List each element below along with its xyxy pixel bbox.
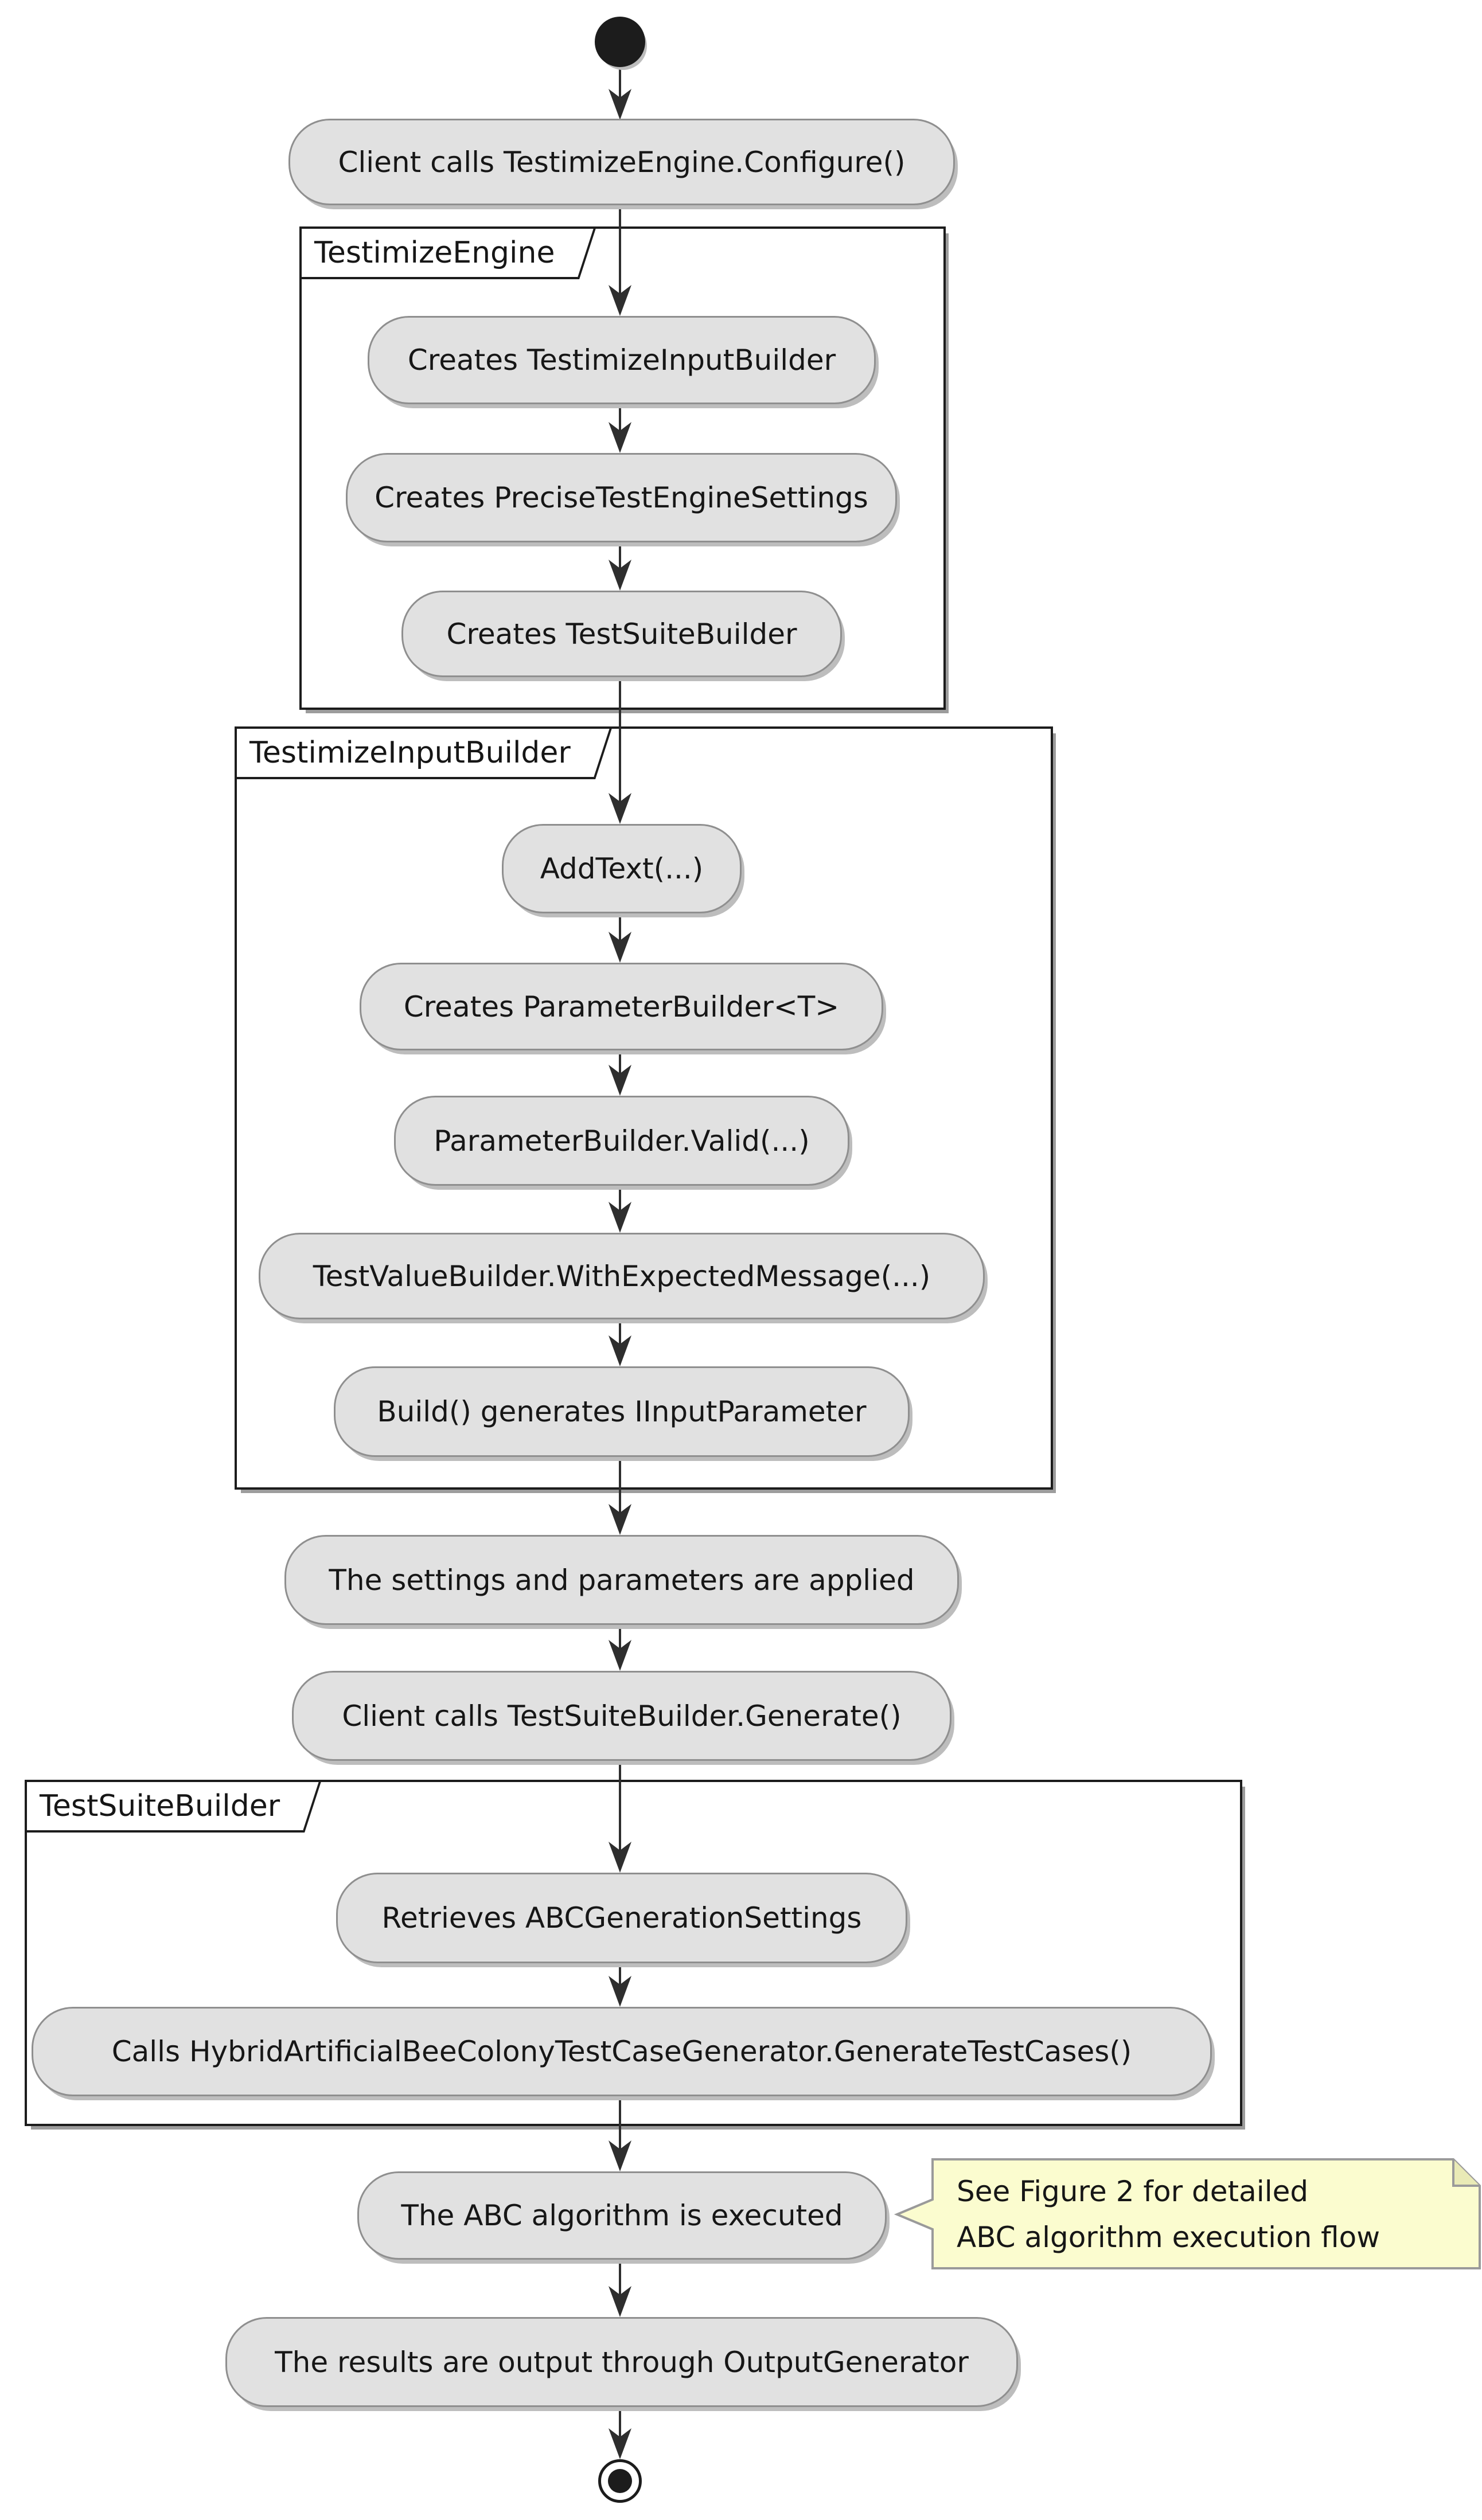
end-node bbox=[598, 2459, 642, 2503]
activity-settings-parameters-applied: The settings and parameters are applied bbox=[284, 1535, 959, 1625]
note-line-2: ABC algorithm execution flow bbox=[957, 2221, 1380, 2254]
flow-arrow bbox=[607, 401, 633, 453]
flow-arrow bbox=[607, 202, 633, 316]
partition-testimize-engine-tab: TestimizeEngine bbox=[299, 226, 578, 279]
flow-arrow bbox=[607, 67, 633, 120]
activity-creates-test-suite-builder: Creates TestSuiteBuilder bbox=[401, 591, 842, 677]
flow-arrow bbox=[607, 2093, 633, 2171]
flow-arrow bbox=[607, 1454, 633, 1535]
partition-test-suite-builder: TestSuiteBuilder bbox=[25, 1780, 1242, 2126]
flow-arrow bbox=[607, 1622, 633, 1671]
partition-test-suite-builder-tab: TestSuiteBuilder bbox=[25, 1780, 303, 1833]
flow-arrow bbox=[607, 674, 633, 824]
start-node bbox=[595, 17, 645, 67]
activity-retrieves-abc-generation-settings: Retrieves ABCGenerationSettings bbox=[336, 1873, 907, 1963]
activity-build-generates-iinput-parameter: Build() generates IInputParameter bbox=[334, 1366, 910, 1457]
note-line-1: See Figure 2 for detailed bbox=[957, 2175, 1309, 2208]
flow-arrow bbox=[607, 539, 633, 591]
partition-testimize-engine: TestimizeEngine bbox=[299, 226, 946, 710]
activity-client-configure: Client calls TestimizeEngine.Configure() bbox=[288, 119, 955, 205]
flow-arrow bbox=[607, 1960, 633, 2007]
note-fold-corner bbox=[1452, 2159, 1480, 2187]
partition-testimize-input-builder: TestimizeInputBuilder bbox=[235, 726, 1053, 1490]
flow-arrow bbox=[607, 1316, 633, 1366]
activity-creates-testimize-input-builder: Creates TestimizeInputBuilder bbox=[368, 316, 876, 404]
partition-testimize-input-builder-tab: TestimizeInputBuilder bbox=[235, 726, 594, 779]
note-figure2: See Figure 2 for detailed ABC algorithm … bbox=[957, 2169, 1380, 2260]
activity-results-output-generator: The results are output through OutputGen… bbox=[225, 2317, 1018, 2407]
note-shape bbox=[894, 2158, 1481, 2269]
activity-creates-parameter-builder: Creates ParameterBuilder<T> bbox=[360, 963, 883, 1050]
activity-client-generate: Client calls TestSuiteBuilder.Generate() bbox=[292, 1671, 951, 1761]
flow-arrow bbox=[607, 910, 633, 963]
flow-arrow bbox=[607, 1757, 633, 1873]
activity-calls-hybrid-abc-generator: Calls HybridArtificialBeeColonyTestCaseG… bbox=[32, 2007, 1212, 2096]
flow-arrow bbox=[607, 1047, 633, 1096]
activity-add-text: AddText(...) bbox=[502, 824, 742, 913]
activity-parameter-builder-valid: ParameterBuilder.Valid(...) bbox=[394, 1096, 849, 1186]
activity-creates-precise-test-engine-settings: Creates PreciseTestEngineSettings bbox=[346, 453, 897, 542]
activity-test-value-builder-with-expected-message: TestValueBuilder.WithExpectedMessage(...… bbox=[259, 1233, 985, 1319]
activity-abc-algorithm-executed: The ABC algorithm is executed bbox=[357, 2171, 887, 2260]
flow-arrow bbox=[607, 1182, 633, 1233]
flow-arrow bbox=[607, 2404, 633, 2459]
flow-arrow bbox=[607, 2256, 633, 2317]
end-node-inner-dot bbox=[608, 2469, 632, 2493]
